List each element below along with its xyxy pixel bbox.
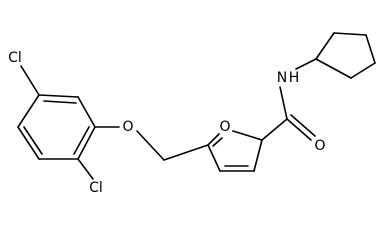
cyclopentyl-ring — [315, 32, 376, 79]
amide-hydrogen-atom: H — [289, 70, 300, 86]
methylene-ether-linker — [94, 126, 209, 161]
chlorine-atom-top: Cl — [8, 50, 22, 66]
carbonyl-oxygen-atom: O — [314, 138, 325, 154]
chlorine-atom-bottom: Cl — [89, 180, 103, 196]
amide-nitrogen-atom: N — [277, 70, 287, 86]
furan-oxygen-atom: O — [219, 119, 230, 135]
molecule-structure: Cl Cl O O O N H — [8, 32, 376, 196]
ether-oxygen-atom: O — [122, 119, 133, 135]
amide-group — [279, 58, 317, 141]
furan-ring — [207, 118, 288, 172]
dichlorophenyl-ring — [17, 65, 96, 180]
atom-labels: Cl Cl O O O N H — [8, 50, 325, 196]
